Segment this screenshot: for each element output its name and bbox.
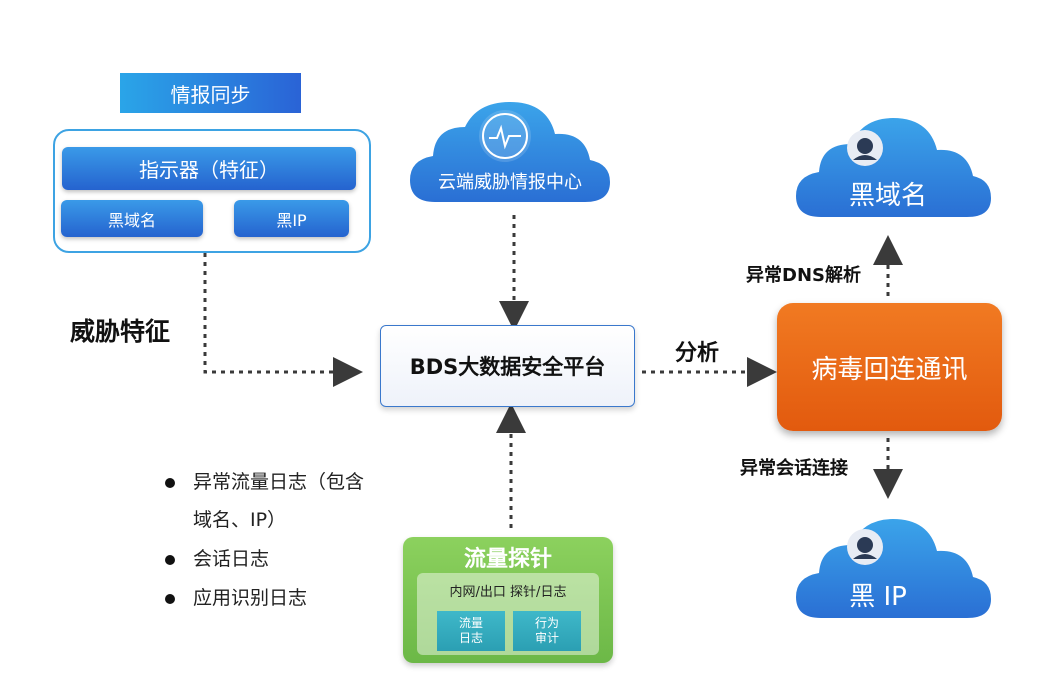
intel-sync-tag: 情报同步 bbox=[120, 73, 301, 113]
behavior-audit-chip: 行为 审计 bbox=[513, 611, 581, 651]
analysis-label: 分析 bbox=[675, 341, 720, 366]
cloud-center: 云端威胁情报中心 bbox=[410, 102, 610, 202]
threat-feature-label: 威胁特征 bbox=[70, 317, 171, 346]
probe-inner-panel: 内网/出口 探针/日志 流量 日志 行为 审计 bbox=[417, 573, 599, 655]
bds-platform-box: BDS大数据安全平台 bbox=[380, 325, 635, 407]
black-domain-pill: 黑域名 bbox=[61, 200, 203, 237]
log-bullet-1: 异常流量日志（包含 bbox=[165, 467, 364, 494]
black-ip-pill: 黑IP bbox=[234, 200, 349, 237]
log-bullet-3: 应用识别日志 bbox=[165, 583, 307, 610]
cloud-center-label: 云端威胁情报中心 bbox=[438, 172, 582, 193]
log-bullet-1-cont: 域名、IP） bbox=[193, 509, 287, 531]
cloud-black-ip-label: 黑 IP bbox=[849, 582, 907, 612]
bullet-dot bbox=[165, 477, 175, 488]
probe-subtitle: 内网/出口 探针/日志 bbox=[449, 585, 567, 600]
intel-to-platform-arrow bbox=[203, 253, 363, 387]
log-bullet-2: 会话日志 bbox=[165, 544, 269, 571]
traffic-log-chip: 流量 日志 bbox=[437, 611, 505, 651]
virus-callback-box: 病毒回连通讯 bbox=[777, 303, 1002, 431]
abnormal-session-label: 异常会话连接 bbox=[740, 458, 848, 479]
cloud-black-domain-label: 黑域名 bbox=[849, 181, 927, 211]
bullet-dot bbox=[165, 554, 175, 565]
traffic-probe-box: 流量探针 内网/出口 探针/日志 流量 日志 行为 审计 bbox=[403, 537, 613, 663]
abnormal-dns-label: 异常DNS解析 bbox=[746, 265, 861, 286]
cloud-black-domain: 黑域名 bbox=[796, 118, 991, 217]
monitor-icon bbox=[482, 113, 528, 159]
bullet-dot bbox=[165, 593, 175, 604]
probe-title: 流量探针 bbox=[463, 547, 552, 572]
cloud-black-ip: 黑 IP bbox=[796, 519, 991, 618]
indicator-pill: 指示器（特征） bbox=[62, 147, 356, 190]
